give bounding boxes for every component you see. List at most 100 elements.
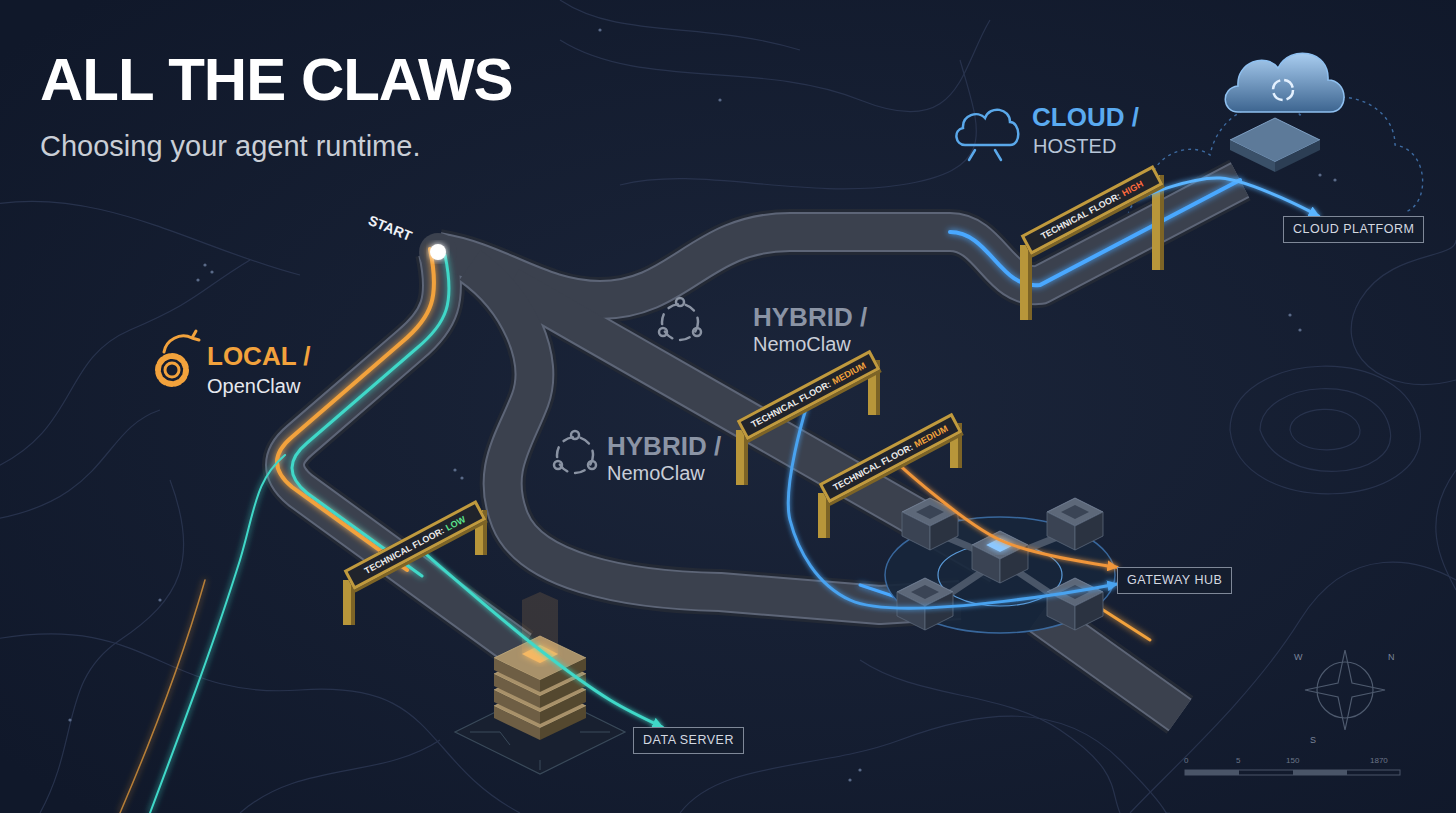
contour-lines — [680, 716, 1170, 813]
route-name: CLOUD / — [1032, 103, 1139, 133]
road — [510, 285, 1000, 565]
contour-lines — [1230, 366, 1420, 494]
route-icon — [588, 461, 596, 469]
road — [285, 180, 1240, 715]
contour-lines — [560, 20, 990, 112]
decor-dots — [1298, 328, 1301, 331]
runtime-name: OpenClaw — [207, 375, 300, 398]
data-server-icon — [522, 592, 558, 663]
cloud-platform-icon — [1230, 140, 1275, 172]
floor-level: MEDIUM — [830, 361, 866, 386]
road — [285, 180, 1240, 715]
start-dot — [430, 244, 446, 260]
destination-label: CLOUD PLATFORM — [1283, 216, 1424, 243]
route-icon — [165, 363, 179, 377]
gate-medium: TECHNICAL FLOOR:MEDIUM — [818, 413, 962, 503]
route-icon — [158, 331, 199, 384]
gateway-hub-icon — [885, 498, 1115, 633]
route-icon — [158, 356, 186, 384]
contour-lines — [560, 0, 800, 50]
decor-dots — [858, 768, 861, 771]
contour-lines — [0, 634, 520, 813]
route-glow — [1100, 608, 1150, 640]
compass-rose — [1317, 662, 1373, 718]
compass-rose — [1305, 650, 1385, 730]
route-glow — [150, 455, 285, 813]
route-connector — [424, 178, 1319, 727]
box-text: CLOUD PLATFORM — [1293, 222, 1414, 237]
contour-lines — [1260, 389, 1391, 472]
route-connector — [1136, 178, 1318, 216]
cloud-platform-icon — [1273, 80, 1293, 100]
gate-high: TECHNICAL FLOOR:HIGH — [1021, 165, 1164, 255]
decor-dots — [453, 468, 456, 471]
route-name: HYBRID / — [753, 303, 867, 333]
scale-bar — [1185, 770, 1239, 775]
route-connector — [424, 553, 662, 727]
contour-lines — [1351, 240, 1456, 385]
contour-lines — [0, 410, 160, 520]
gateway-hub-icon — [1047, 578, 1103, 630]
gate-caption: TECHNICAL FLOOR: — [749, 379, 832, 429]
route-glow — [120, 580, 205, 813]
route-icon — [158, 110, 1018, 473]
runtime-name: NemoClaw — [607, 462, 705, 485]
road — [470, 265, 960, 605]
road — [1040, 615, 1180, 715]
diagram-title: ALL THE CLAWS — [40, 50, 513, 110]
route-glow — [120, 180, 1240, 813]
floor-level: LOW — [444, 515, 467, 533]
floor-level: MEDIUM — [912, 424, 948, 449]
gateway-hub-icon — [897, 578, 953, 630]
contour-lines — [620, 60, 976, 189]
decor-dots — [210, 270, 213, 273]
contour-lines — [1436, 470, 1456, 590]
route-icon — [554, 461, 562, 469]
road — [438, 180, 1240, 300]
road — [438, 180, 1240, 300]
road — [510, 285, 1000, 565]
gate-caption: TECHNICAL FLOOR: — [1039, 191, 1122, 241]
route-connector — [788, 408, 1117, 608]
compass-letter: N — [1388, 652, 1395, 662]
decor-dots — [68, 718, 71, 721]
decor-dots — [848, 778, 851, 781]
road — [285, 252, 520, 650]
route-glow — [277, 249, 434, 570]
route-icon — [969, 150, 1001, 160]
cloud-platform-icon — [1275, 140, 1320, 172]
destination-label: DATA SERVER — [633, 727, 744, 754]
route-name: HYBRID / — [607, 432, 721, 462]
road — [1040, 615, 1180, 715]
cloud-platform-icon — [1225, 53, 1344, 112]
route-icon — [659, 328, 667, 336]
decor-dots — [460, 476, 463, 479]
decor-dots — [203, 263, 206, 266]
road — [510, 285, 1000, 565]
box-text: DATA SERVER — [643, 733, 734, 748]
diagram-subtitle: Choosing your agent runtime. — [40, 132, 420, 161]
gate-low: TECHNICAL FLOOR:LOW — [344, 500, 487, 590]
route-icon — [956, 110, 1018, 145]
data-server-icon — [455, 592, 625, 774]
cloud-platform-icon — [1225, 53, 1344, 172]
start-label: START — [366, 212, 414, 244]
route-icon — [676, 298, 684, 306]
scale-number: 5 — [1236, 756, 1240, 765]
runtime-name: HOSTED — [1033, 135, 1116, 158]
decor-dots — [1288, 313, 1291, 316]
decor-dots — [598, 28, 601, 31]
road — [419, 233, 457, 271]
route-icon — [693, 328, 701, 336]
scale-number: 0 — [1184, 756, 1188, 765]
floor-level: HIGH — [1120, 179, 1144, 198]
road — [1040, 615, 1180, 715]
road — [285, 180, 1240, 715]
road — [438, 180, 1240, 300]
scale-bar — [1293, 770, 1347, 775]
compass-letter: W — [1294, 652, 1303, 662]
route-icon — [956, 110, 1018, 160]
